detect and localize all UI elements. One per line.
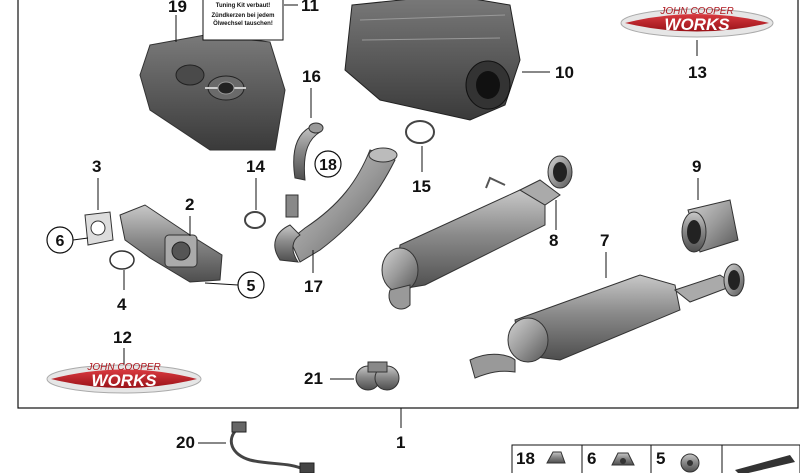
gasket-part-3 bbox=[84, 211, 114, 246]
label-18-circled: 18 bbox=[319, 157, 337, 174]
small-part-18-icon bbox=[546, 451, 566, 464]
warning-label-line-2: Zündkerzen bei jedem bbox=[211, 13, 274, 19]
badge-left-big-text: WORKS bbox=[91, 371, 157, 390]
engine-cover-part-19 bbox=[139, 34, 286, 151]
hose-part-16 bbox=[293, 122, 324, 181]
intake-pipe-part-17 bbox=[274, 147, 398, 263]
small-parts-table: 18 6 5 bbox=[511, 444, 800, 473]
label-12: 12 bbox=[113, 328, 132, 347]
label-20: 20 bbox=[176, 433, 195, 452]
muffler-part-7 bbox=[469, 263, 745, 379]
label-10: 10 bbox=[555, 63, 574, 82]
label-9: 9 bbox=[692, 157, 701, 176]
label-17: 17 bbox=[304, 277, 323, 296]
small-part-5-label: 5 bbox=[656, 449, 665, 468]
tailpipe-tip-part-9 bbox=[681, 199, 739, 253]
label-21: 21 bbox=[304, 369, 323, 388]
oxygen-sensor-part-20 bbox=[229, 421, 315, 473]
assembly-frame bbox=[17, 0, 799, 409]
label-13: 13 bbox=[688, 63, 707, 82]
badge-top-small-text: JOHN COOPER bbox=[659, 6, 733, 17]
label-15: 15 bbox=[412, 177, 431, 196]
label-16: 16 bbox=[302, 67, 321, 86]
label-7: 7 bbox=[600, 231, 609, 250]
warning-label-line-1: Tuning Kit verbaut! bbox=[216, 3, 271, 9]
clamp-part-15 bbox=[405, 120, 435, 144]
muffler-part-8 bbox=[381, 155, 573, 310]
label-19: 19 bbox=[168, 0, 187, 16]
label-14: 14 bbox=[246, 157, 265, 176]
air-filter-housing-part-10 bbox=[344, 0, 521, 121]
small-part-6-label: 6 bbox=[587, 449, 596, 468]
warning-label-part-11: Tuning Kit verbaut! Zündkerzen bei jedem… bbox=[202, 0, 284, 41]
exhaust-manifold-part-2 bbox=[119, 204, 223, 283]
jcw-badge-part-12: JOHN COOPER WORKS bbox=[46, 362, 202, 394]
label-11: 11 bbox=[301, 0, 319, 15]
label-1: 1 bbox=[396, 433, 405, 452]
label-2: 2 bbox=[185, 195, 194, 214]
clamp-part-21 bbox=[355, 361, 400, 391]
label-4: 4 bbox=[117, 295, 127, 314]
badge-top-big-text: WORKS bbox=[664, 15, 730, 34]
label-6-circled: 6 bbox=[56, 233, 65, 250]
ring-gasket-part-4 bbox=[109, 250, 135, 270]
warning-label-line-3: Ölwechsel tauschen! bbox=[213, 20, 273, 27]
label-3: 3 bbox=[92, 157, 101, 176]
label-8: 8 bbox=[549, 231, 558, 250]
small-part-18-label: 18 bbox=[516, 449, 535, 468]
clamp-part-14 bbox=[244, 211, 266, 229]
jcw-badge-part-13: JOHN COOPER WORKS bbox=[620, 6, 774, 38]
label-5-circled: 5 bbox=[247, 278, 256, 295]
small-part-bracket-icon bbox=[735, 455, 795, 473]
badge-left-small-text: JOHN COOPER bbox=[86, 362, 160, 373]
